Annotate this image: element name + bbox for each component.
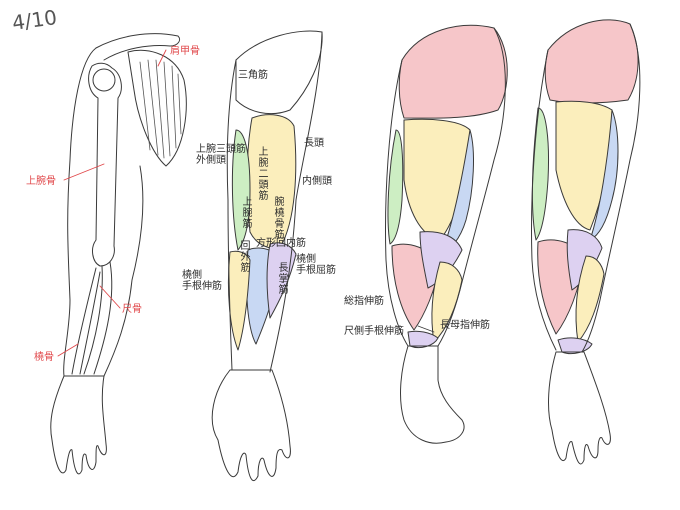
arm3-green (387, 129, 404, 245)
arm4-deltoid (544, 19, 639, 104)
scapula-label: 肩甲骨 (170, 46, 200, 57)
triceps-lateral-label: 上腕三頭筋 外側頭 (196, 144, 246, 166)
deltoid-label: 三角筋 (238, 70, 268, 81)
label-leaders (417, 325, 435, 333)
arm1-outline-right (103, 165, 144, 377)
arm3-outline-right (437, 27, 506, 347)
arm4-blue-upper (589, 109, 619, 241)
leader-scapula (157, 49, 167, 67)
ulna-label: 尺骨 (122, 304, 142, 315)
apl-label: 長母指伸筋 (440, 320, 490, 331)
humerus-head (92, 68, 116, 92)
arm4-outline-left (531, 49, 557, 351)
scapula-outline (127, 49, 187, 167)
long-head-label: 長頭 (304, 138, 324, 149)
ecu-label: 尺側手根伸筋 (344, 326, 404, 337)
arm4-hand (548, 351, 611, 465)
supinator-label: 回外筋 (238, 240, 249, 273)
leader-radius (57, 343, 79, 357)
ecr-right-label: 橈側 手根屈筋 (296, 254, 336, 276)
ulna (83, 261, 113, 375)
arm4-green (531, 107, 549, 241)
brachioradialis-label: 腕橈骨筋 (272, 196, 283, 240)
clavicle (95, 33, 181, 61)
arm2-outline-left (226, 59, 237, 371)
scapula-hatch (139, 59, 182, 159)
arm2-hand (211, 369, 291, 482)
medial-head-label: 内側頭 (302, 176, 332, 187)
arm3-yellow-forearm (431, 261, 463, 343)
brachialis-region (231, 129, 251, 251)
arm3-purple-wrist (407, 330, 439, 349)
pronator-quadratus-label: 方形回内筋 (256, 238, 306, 249)
ext-digitorum-label: 総指伸筋 (344, 296, 384, 307)
arm1-outline-left (63, 47, 97, 377)
arm3-hand (400, 345, 465, 444)
ecr-left-label: 橈側 手根伸筋 (182, 270, 222, 292)
arm3-deltoid (398, 24, 508, 119)
leader-apl (417, 325, 435, 333)
leader-humerus (63, 163, 105, 181)
arm3-outline-left (385, 59, 409, 347)
leader-ulna (99, 285, 121, 309)
radius (71, 267, 101, 375)
forearm-purple (266, 242, 297, 319)
humerus (88, 62, 122, 267)
humerus-label: 上腕骨 (26, 176, 56, 187)
palmaris-longus-label: 長掌筋 (276, 262, 287, 295)
arm1-hand (50, 375, 107, 475)
muscle-arm-front (211, 30, 323, 482)
deltoid-region (235, 30, 323, 115)
arm4-outline-right (581, 23, 641, 353)
arm4-purple-wrist (557, 337, 593, 355)
muscle-arm-4 (531, 19, 641, 465)
biceps-label: 上腕二頭筋 (256, 146, 267, 201)
arm4-yellow-forearm (575, 255, 605, 343)
muscle-arm-3 (385, 24, 508, 444)
brachialis-label: 上腕筋 (240, 196, 251, 229)
skeleton-arm (50, 33, 187, 475)
arm2-outline-right (269, 31, 323, 373)
radius-label: 橈骨 (34, 352, 54, 363)
leader-lines (57, 49, 167, 357)
